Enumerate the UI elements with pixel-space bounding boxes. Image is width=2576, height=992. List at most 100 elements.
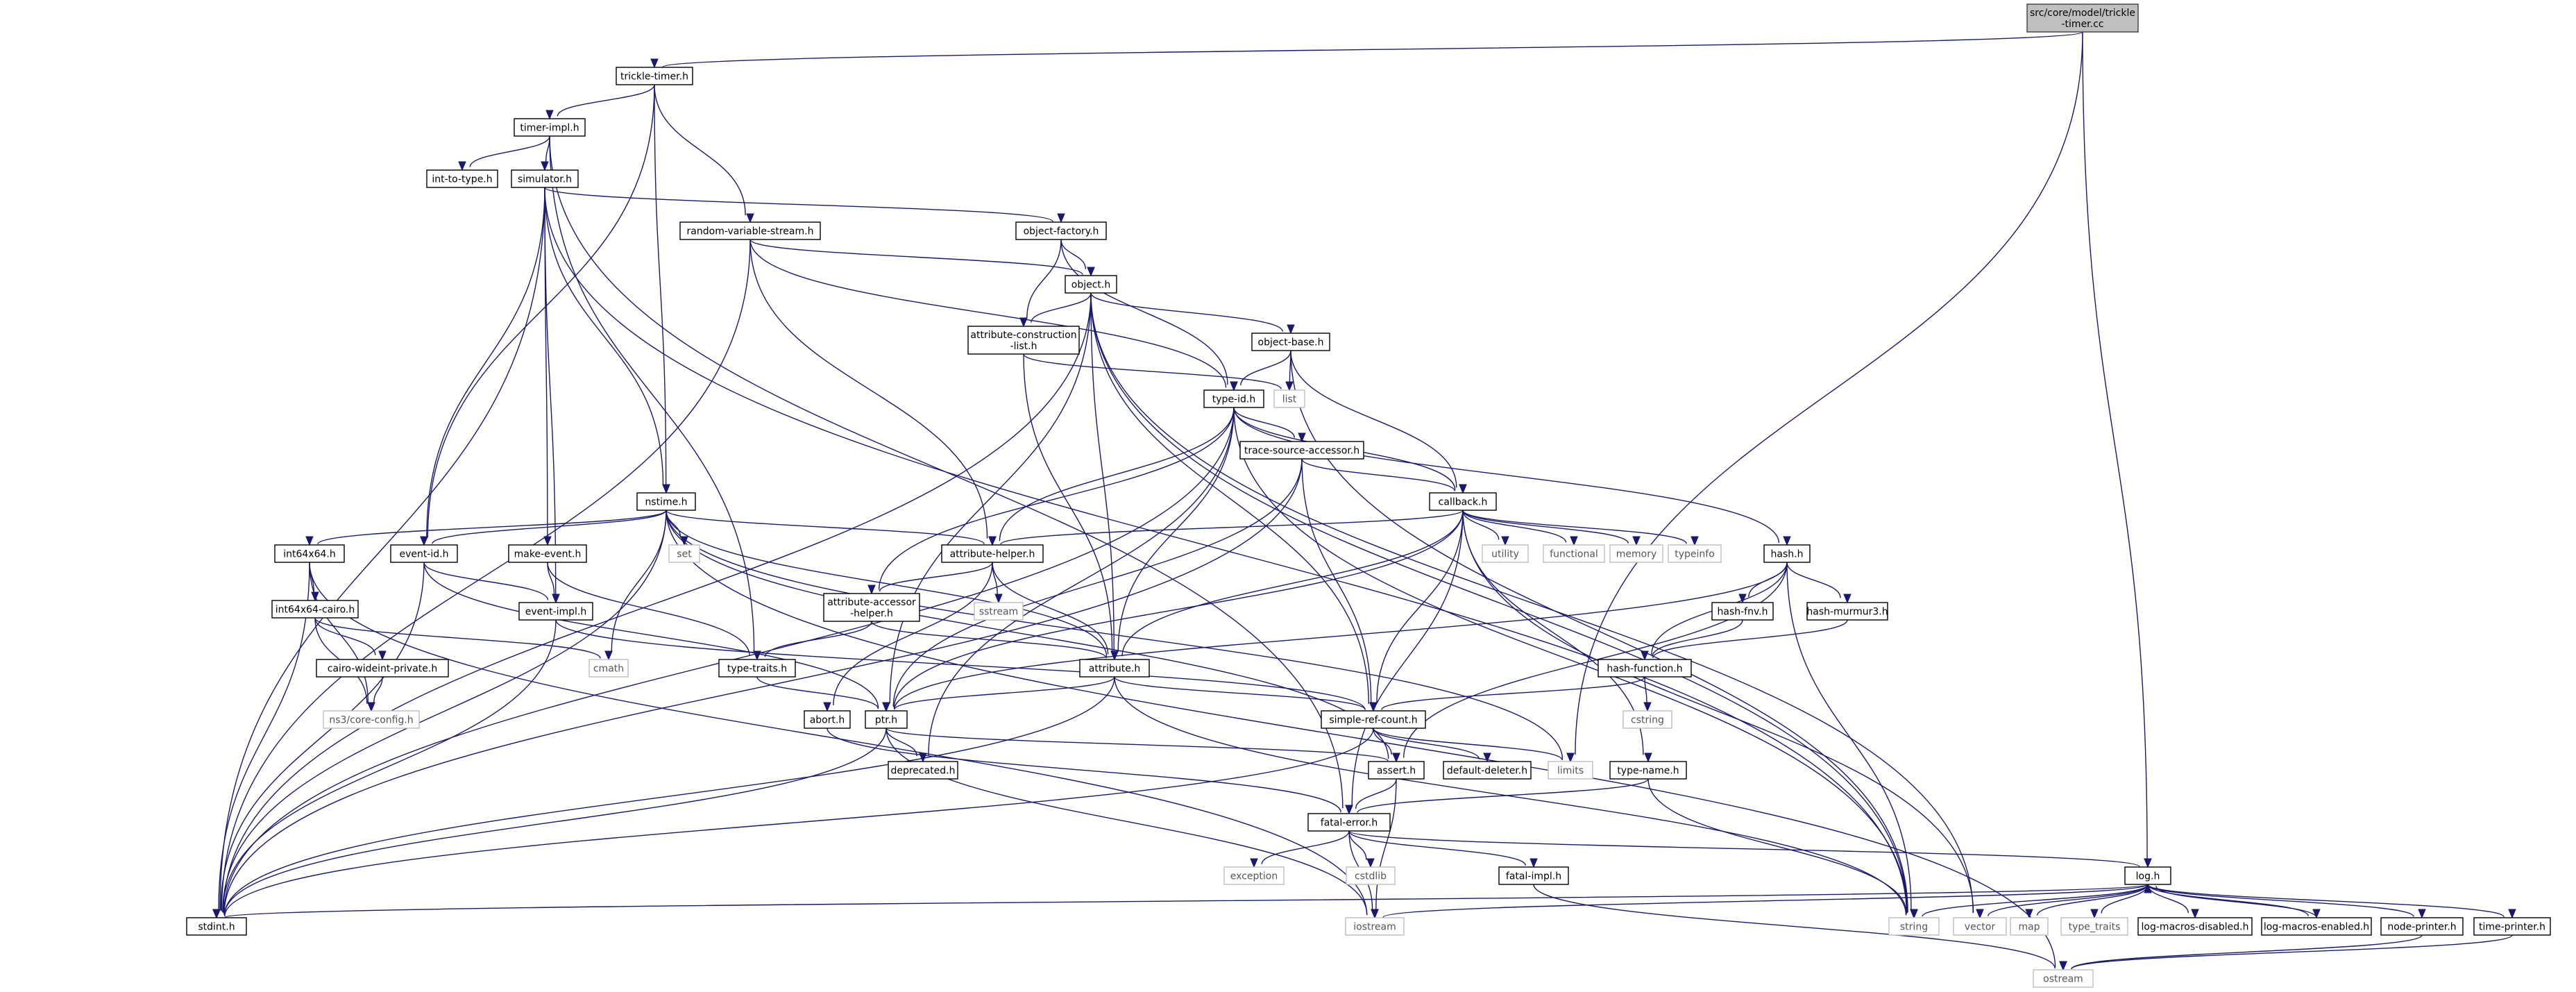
node-label: int64x64.h [283, 549, 336, 560]
node-log-macros-enabled[interactable]: log-macros-enabled.h [2261, 917, 2372, 936]
node-label: typeinfo [1675, 549, 1715, 560]
edge-object-base-to-callback [1290, 350, 1467, 494]
edge-type-id-to-trace-source-accessor [1233, 407, 1306, 443]
node-label: functional [1550, 549, 1598, 560]
node-random-variable-stream[interactable]: random-variable-stream.h [679, 221, 821, 240]
edge-fatal-error-to-fatal-impl [1348, 830, 1538, 868]
edge-nstime-to-cmath [604, 510, 667, 661]
edge-simple-ref-count-to-stdint [212, 728, 1374, 919]
node-label: -timer.cc [2062, 19, 2104, 30]
edge-type-traits-h-to-ptr [756, 676, 890, 712]
node-attribute-accessor-helper[interactable]: attribute-accessor-helper.h [823, 593, 920, 622]
node-memory: memory [1609, 544, 1663, 563]
node-cairo-wideint-private[interactable]: cairo-wideint-private.h [316, 659, 449, 678]
edge-ptr-to-iostream [886, 728, 1379, 919]
node-fatal-impl[interactable]: fatal-impl.h [1498, 866, 1569, 885]
node-label: type_traits [2069, 922, 2121, 933]
node-root[interactable]: src/core/model/trickle-timer.cc [2026, 3, 2139, 33]
node-object[interactable]: object.h [1065, 275, 1117, 294]
node-label: node-printer.h [2387, 922, 2456, 933]
edge-type-id-to-attribute [1110, 407, 1235, 661]
node-type-id[interactable]: type-id.h [1203, 389, 1264, 408]
node-type-name[interactable]: type-name.h [1609, 761, 1687, 780]
edge-type-name-to-string [1647, 778, 1918, 919]
node-object-factory[interactable]: object-factory.h [1015, 221, 1107, 240]
node-limits: limits [1548, 761, 1593, 780]
node-sstream: sstream [974, 602, 1024, 621]
node-event-id[interactable]: event-id.h [390, 544, 458, 563]
node-label: callback.h [1439, 497, 1488, 508]
node-vector: vector [1953, 917, 2007, 936]
node-assert[interactable]: assert.h [1368, 761, 1425, 780]
node-fatal-error[interactable]: fatal-error.h [1307, 813, 1391, 832]
edge-attribute-helper-to-sstream [992, 562, 1003, 604]
node-int64x64-cairo[interactable]: int64x64-cairo.h [271, 600, 359, 619]
node-label: string [1900, 922, 1928, 933]
node-label: nstime.h [645, 497, 687, 508]
edge-ptr-to-assert [886, 728, 1400, 763]
node-label: assert.h [1377, 766, 1416, 777]
node-label: hash.h [1771, 549, 1804, 560]
node-hash-murmur3[interactable]: hash-murmur3.h [1806, 602, 1888, 621]
edge-random-variable-stream-to-type-id [749, 239, 1238, 392]
node-ptr[interactable]: ptr.h [865, 710, 908, 729]
node-timer-impl[interactable]: timer-impl.h [514, 118, 586, 137]
edge-object-to-simple-ref-count [1090, 292, 1378, 712]
edge-type-id-to-deprecated [919, 407, 1235, 763]
edge-fatal-error-to-log [1348, 830, 2152, 868]
edge-event-id-to-event-impl [423, 562, 560, 604]
node-hash[interactable]: hash.h [1763, 544, 1811, 563]
node-time-printer[interactable]: time-printer.h [2473, 917, 2551, 936]
node-nstime[interactable]: nstime.h [636, 492, 696, 511]
edge-nstime-to-limits [666, 510, 1575, 763]
node-default-deleter[interactable]: default-deleter.h [1443, 761, 1532, 780]
node-label: deprecated.h [890, 766, 955, 777]
node-abort[interactable]: abort.h [804, 710, 851, 729]
node-trace-source-accessor[interactable]: trace-source-accessor.h [1239, 441, 1364, 460]
node-label: ostream [2043, 974, 2083, 985]
node-trickle-timer[interactable]: trickle-timer.h [616, 67, 693, 85]
edge-log-to-log-macros-disabled [2147, 884, 2199, 919]
edge-object-to-attribute [1090, 292, 1119, 661]
node-label: make-event.h [514, 549, 582, 560]
node-make-event[interactable]: make-event.h [508, 544, 587, 563]
node-ostream: ostream [2033, 969, 2094, 988]
node-log[interactable]: log.h [2124, 866, 2171, 885]
node-object-base[interactable]: object-base.h [1251, 333, 1330, 351]
node-label: src/core/model/trickle [2030, 8, 2135, 19]
node-int64x64[interactable]: int64x64.h [274, 544, 345, 563]
node-type-traits-h[interactable]: type-traits.h [718, 659, 796, 678]
node-attribute[interactable]: attribute.h [1079, 659, 1150, 678]
node-event-impl[interactable]: event-impl.h [518, 602, 593, 621]
node-string: string [1888, 917, 1940, 936]
edge-callback-to-attribute-helper [988, 510, 1464, 546]
node-callback[interactable]: callback.h [1429, 492, 1497, 511]
node-cmath: cmath [588, 659, 629, 678]
node-label: hash-murmur3.h [1806, 607, 1888, 618]
node-label: iostream [1353, 922, 1396, 933]
node-label: vector [1965, 922, 1996, 933]
node-label: object-base.h [1258, 337, 1324, 348]
edge-ptr-to-deprecated [886, 728, 927, 763]
edge-hash-to-ptr [882, 562, 1788, 712]
node-node-printer[interactable]: node-printer.h [2380, 917, 2464, 936]
node-attribute-helper[interactable]: attribute-helper.h [941, 544, 1044, 563]
edge-callback-to-ptr [882, 510, 1464, 712]
edge-fatal-error-to-exception [1250, 830, 1350, 868]
node-stdint[interactable]: stdint.h [186, 917, 247, 936]
edge-attribute-helper-to-attribute-accessor-helper [867, 562, 993, 595]
node-attribute-construction-list[interactable]: attribute-construction-list.h [967, 326, 1080, 355]
node-simulator[interactable]: simulator.h [511, 169, 579, 188]
node-hash-fnv[interactable]: hash-fnv.h [1711, 602, 1774, 621]
node-int-to-type[interactable]: int-to-type.h [426, 169, 498, 188]
node-simple-ref-count[interactable]: simple-ref-count.h [1321, 710, 1426, 729]
edge-time-printer-to-ostream [2059, 934, 2513, 971]
node-label: type-name.h [1617, 766, 1679, 777]
node-label: attribute.h [1089, 664, 1140, 675]
node-hash-function[interactable]: hash-function.h [1598, 659, 1692, 678]
node-label: log-macros-enabled.h [2264, 922, 2369, 933]
node-deprecated[interactable]: deprecated.h [888, 761, 958, 780]
edge-simulator-to-event-id [420, 187, 545, 546]
node-log-macros-disabled[interactable]: log-macros-disabled.h [2137, 917, 2253, 936]
edge-object-factory-to-object [1060, 239, 1095, 277]
